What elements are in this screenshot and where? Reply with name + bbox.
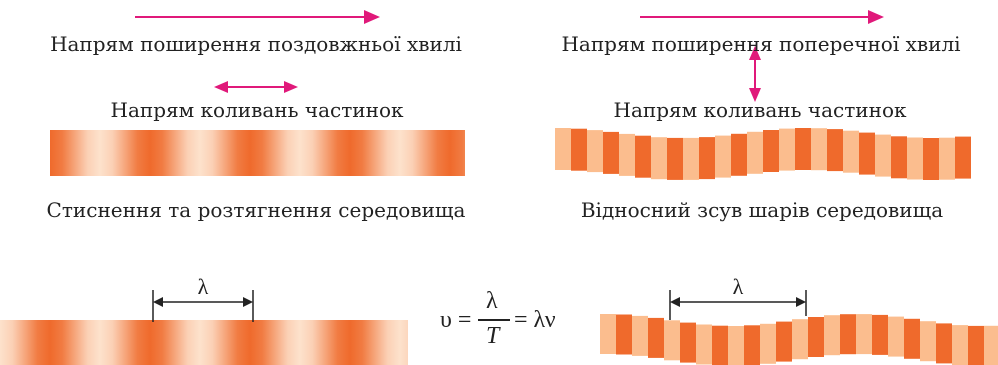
transverse-layer-stripe [696,325,712,365]
transverse-layer-stripe [952,325,968,365]
transverse-wave-band [555,128,971,180]
transverse-layer-stripe [635,136,651,178]
transverse-layer-stripe [779,129,795,171]
particle-oscillation-label-right: Напрям коливань частинок [614,98,907,122]
transverse-layer-stripe [731,134,747,176]
longitudinal-wave-band [50,130,465,176]
transverse-layer-stripe [712,326,728,365]
transverse-layer-stripe [616,315,632,355]
transverse-layer-stripe [875,135,891,177]
transverse-layer-stripe [939,138,955,180]
transverse-wave-band-lower [600,314,998,365]
transverse-layer-stripe [904,319,920,359]
transverse-layer-stripe [555,128,571,170]
transverse-layer-stripe [744,325,760,365]
compression-label: Стиснення та розтягнення середовища [47,198,466,222]
transverse-layer-stripe [571,129,587,171]
transverse-layer-stripe [587,130,603,172]
formula-denominator: T [486,323,499,350]
formula-numerator: λ [486,288,498,315]
transverse-layer-stripe [811,128,827,170]
transverse-layer-stripe [699,137,715,179]
transverse-layer-stripe [747,132,763,174]
longitudinal-direction-label: Напрям поширення поздовжньої хвилі [50,32,462,56]
transverse-layer-stripe [808,317,824,357]
longitudinal-wave-band-lower [0,320,408,365]
wavelength-label-transverse: λ [733,274,744,299]
transverse-layer-stripe [683,138,699,180]
transverse-layer-stripe [632,316,648,356]
particle-oscillation-label-left: Напрям коливань частинок [111,98,404,122]
transverse-layer-stripe [907,138,923,180]
formula-lhs: υ = [440,307,471,334]
transverse-layer-stripe [859,133,875,175]
transverse-layer-stripe [664,320,680,360]
shear-label: Відносний зсув шарів середовища [581,198,943,222]
transverse-propagation-arrowhead [868,10,884,24]
fraction-bar [478,319,510,321]
transverse-layer-stripe [920,321,936,361]
transverse-layer-stripe [840,314,856,354]
wave-speed-formula: υ = λ T = λν [440,286,580,356]
transverse-layer-stripe [763,130,779,172]
transverse-layer-stripe [651,137,667,179]
transverse-layer-stripe [968,326,984,365]
transverse-layer-stripe [760,324,776,364]
longitudinal-oscillation-arrowhead-right [284,81,298,93]
transverse-layer-stripe [856,314,872,354]
formula-rhs: = λν [514,307,556,334]
transverse-layer-stripe [776,322,792,362]
longitudinal-oscillation-arrowhead-left [214,81,228,93]
transverse-layer-stripe [955,137,971,179]
transverse-layer-stripe [680,323,696,363]
transverse-layer-stripe [843,131,859,173]
transverse-layer-stripe [984,326,998,365]
transverse-direction-label: Напрям поширення поперечної хвилі [561,32,960,56]
transverse-layer-stripe [923,138,939,180]
transverse-layer-stripe [728,326,744,365]
transverse-layer-stripe [872,315,888,355]
transverse-layer-stripe [648,318,664,358]
transverse-layer-stripe [600,314,616,354]
transverse-layer-stripe [603,132,619,174]
transverse-layer-stripe [795,128,811,170]
transverse-layer-stripe [715,136,731,178]
transverse-layer-stripe [936,323,952,363]
transverse-layer-stripe [667,138,683,180]
transverse-layer-stripe [891,136,907,178]
transverse-layer-stripe [888,317,904,357]
longitudinal-propagation-arrowhead [364,10,380,24]
transverse-layer-stripe [792,319,808,359]
wavelength-label-longitudinal: λ [198,274,209,299]
transverse-layer-stripe [619,134,635,176]
transverse-layer-stripe [827,129,843,171]
transverse-layer-stripe [824,315,840,355]
